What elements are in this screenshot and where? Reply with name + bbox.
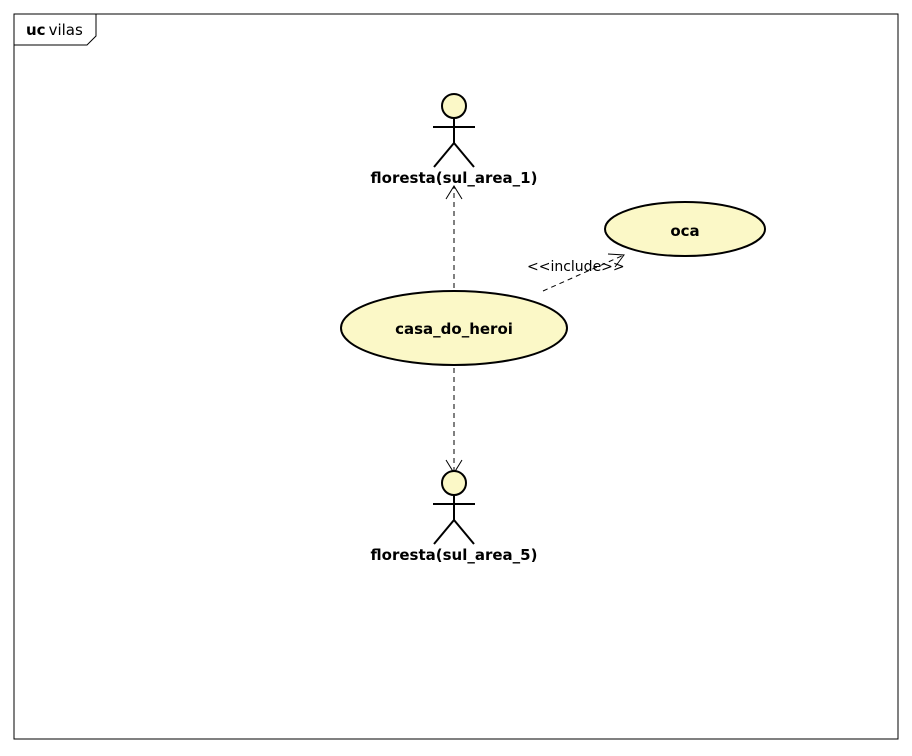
use-case-oca[interactable]: oca <box>604 201 766 257</box>
actor-head <box>441 93 467 119</box>
actor-right-leg <box>453 142 475 168</box>
frame-tab <box>14 14 97 46</box>
actor-floresta-sul-area-5[interactable]: floresta(sul_area_5) <box>371 470 538 564</box>
connectors: <<include>> <box>445 185 625 474</box>
use-case-ellipse <box>340 290 568 366</box>
include-line[interactable] <box>542 254 625 292</box>
frame-keyword: uc <box>26 21 46 39</box>
include-stereotype-label: <<include>> <box>527 259 625 275</box>
use-case-ellipse <box>604 201 766 257</box>
frame-name: vilas <box>49 21 83 39</box>
actor-left-leg <box>433 142 455 168</box>
actor-floresta-sul-area-1[interactable]: floresta(sul_area_1) <box>371 93 538 187</box>
use-case-casa-do-heroi[interactable]: casa_do_heroi <box>340 290 568 366</box>
frame-border <box>13 13 899 740</box>
use-case-name: oca <box>670 222 699 240</box>
dependency-arrowhead-up <box>445 185 463 200</box>
actor-head <box>441 470 467 496</box>
include-arrowhead <box>607 253 625 268</box>
actor-left-leg <box>433 519 455 545</box>
actor-name: floresta(sul_area_1) <box>371 169 538 187</box>
actor-name: floresta(sul_area_5) <box>371 546 538 564</box>
actor-right-leg <box>453 519 475 545</box>
use-case-name: casa_do_heroi <box>395 320 513 338</box>
